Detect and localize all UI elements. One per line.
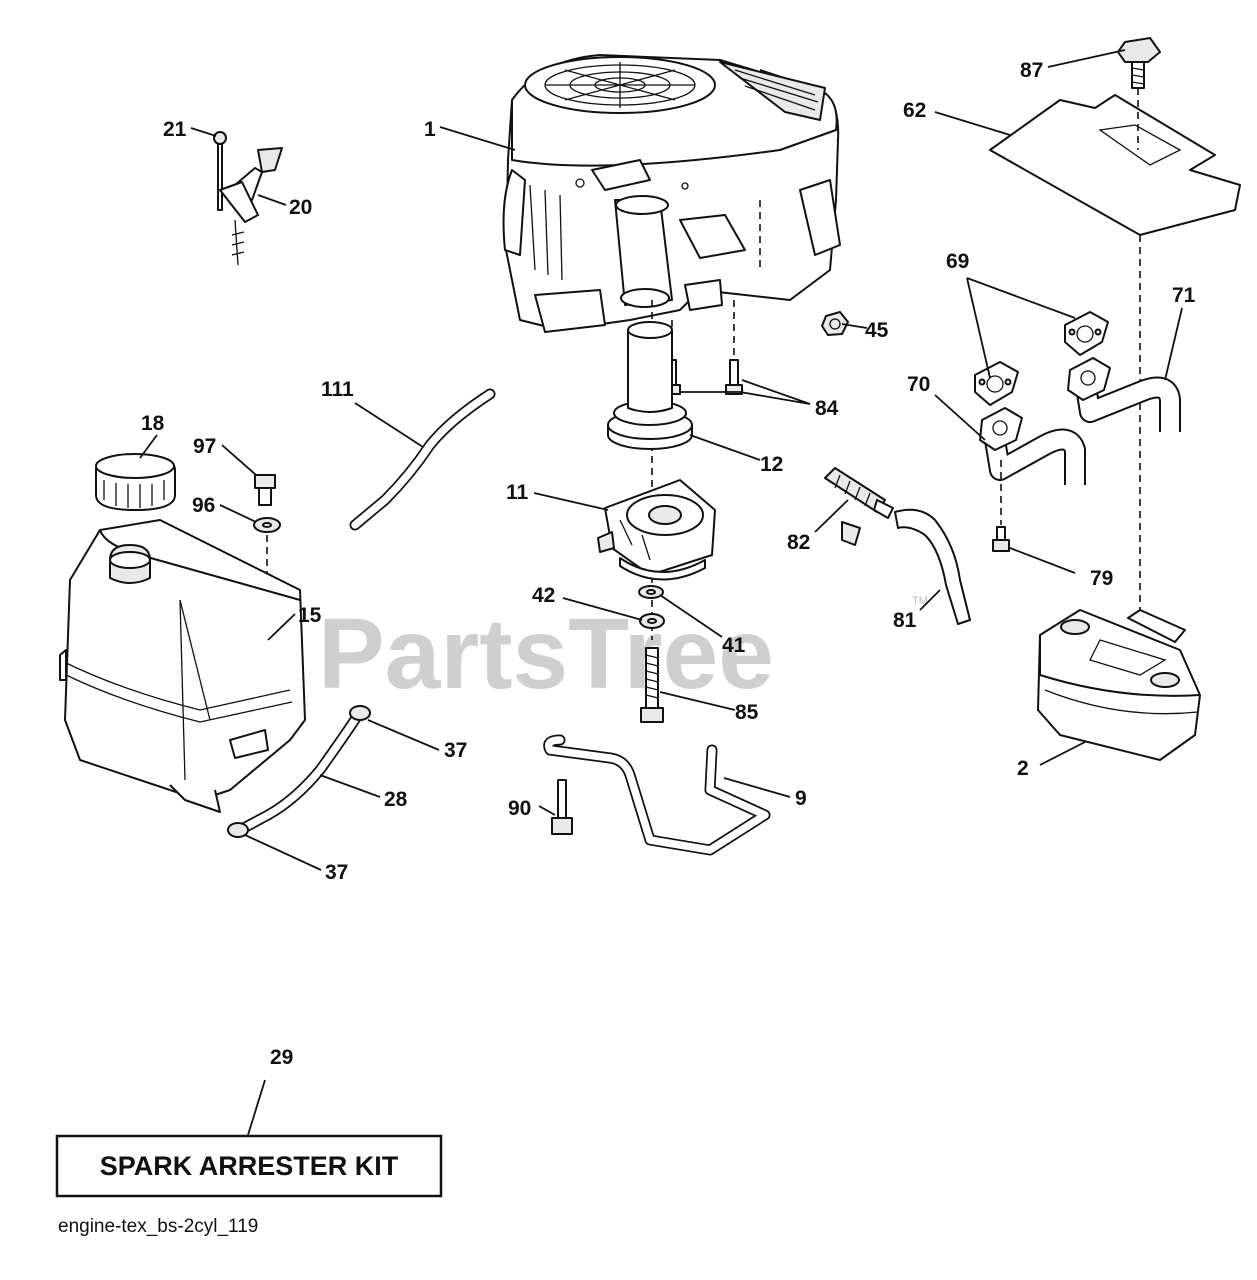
- callout-87: 87: [1020, 59, 1043, 82]
- spark-arrester-kit-box[interactable]: [55, 1134, 443, 1198]
- callout-85: 85: [735, 701, 759, 724]
- fuel-filter-part-82[interactable]: [824, 467, 894, 546]
- callout-82: 82: [787, 531, 810, 554]
- callout-11: 11: [506, 481, 529, 504]
- callout-71: 71: [1172, 284, 1196, 307]
- callout-70: 70: [907, 373, 930, 396]
- fuel-hose-part-111[interactable]: [349, 388, 496, 531]
- gasket-part-69-left[interactable]: [974, 361, 1019, 406]
- callout-20: 20: [289, 196, 312, 219]
- bolt-part-85[interactable]: [640, 647, 664, 723]
- pto-clutch-part-11[interactable]: [597, 479, 716, 581]
- callout-2: 2: [1017, 757, 1029, 780]
- callout-37-lower: 37: [325, 861, 348, 884]
- washer-part-96[interactable]: [253, 517, 281, 533]
- hose-clamp-part-37-upper[interactable]: [349, 705, 371, 721]
- nut-part-45[interactable]: [821, 311, 849, 336]
- callout-9: 9: [795, 787, 807, 810]
- fuel-hose-part-81[interactable]: [894, 508, 971, 625]
- gasket-part-69-right[interactable]: [1064, 311, 1109, 356]
- control-rod-part-9[interactable]: [543, 734, 771, 856]
- bolt-part-84[interactable]: [663, 359, 743, 395]
- fuel-cap-part-18[interactable]: [95, 453, 176, 511]
- callout-97: 97: [193, 435, 216, 458]
- fuel-line-part-28[interactable]: [234, 709, 364, 836]
- callout-84: 84: [815, 397, 839, 420]
- bolt-part-87[interactable]: [1117, 37, 1161, 89]
- heat-shield-part-62[interactable]: [989, 94, 1241, 236]
- callout-42: 42: [532, 584, 555, 607]
- bolt-part-90[interactable]: [551, 779, 573, 835]
- diagram-id-caption: engine-tex_bs-2cyl_119: [58, 1216, 258, 1237]
- callout-37-upper: 37: [444, 739, 467, 762]
- callout-90: 90: [508, 797, 531, 820]
- bolt-part-79[interactable]: [992, 526, 1010, 552]
- bolt-part-97[interactable]: [254, 474, 276, 506]
- watermark-trademark: TM: [912, 595, 928, 607]
- muffler-part-2[interactable]: [1037, 609, 1201, 761]
- callout-28: 28: [384, 788, 408, 811]
- callout-15: 15: [298, 604, 322, 627]
- callout-111: 111: [321, 378, 354, 401]
- leader-lines: [139, 49, 1183, 1136]
- bolt-part-21[interactable]: [213, 131, 227, 211]
- callout-96: 96: [192, 494, 215, 517]
- pulley-part-12[interactable]: [607, 321, 693, 450]
- callout-45: 45: [865, 319, 889, 342]
- callout-18: 18: [141, 412, 165, 435]
- callout-62: 62: [903, 99, 926, 122]
- callout-12: 12: [760, 453, 783, 476]
- bolt-axis-lines: [671, 300, 735, 360]
- spark-arrester-kit-label: SPARK ARRESTER KIT: [100, 1151, 399, 1181]
- washer-part-41[interactable]: [638, 585, 664, 599]
- callout-1: 1: [424, 118, 436, 141]
- callout-41: 41: [722, 634, 746, 657]
- callout-21: 21: [163, 118, 187, 141]
- exhaust-pipe-part-71[interactable]: [1067, 357, 1181, 432]
- callout-69: 69: [946, 250, 969, 273]
- hose-clamp-part-37-lower[interactable]: [227, 822, 249, 838]
- fuel-tank-part-15[interactable]: [59, 519, 306, 813]
- engine-part-1[interactable]: [502, 54, 841, 333]
- exhaust-pipe-part-70[interactable]: [979, 407, 1086, 485]
- washer-part-42[interactable]: [639, 613, 665, 629]
- callout-81: 81: [893, 609, 917, 632]
- callout-29: 29: [270, 1046, 293, 1069]
- throttle-bracket-part-20[interactable]: [219, 147, 283, 266]
- partstree-watermark: PartsTree: [318, 598, 774, 710]
- callout-79: 79: [1090, 567, 1113, 590]
